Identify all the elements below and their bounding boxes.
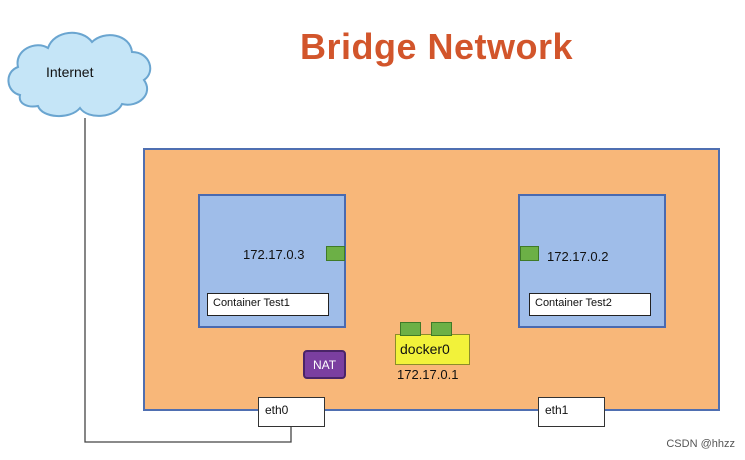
container-test1-ip: 172.17.0.3 bbox=[243, 247, 305, 262]
diagram-title: Bridge Network bbox=[300, 26, 574, 67]
container-test2-port bbox=[520, 246, 539, 261]
docker0-label: docker0 bbox=[400, 341, 450, 357]
internet-label: Internet bbox=[46, 64, 94, 80]
container-test2-label: Container Test2 bbox=[529, 293, 651, 316]
container-test1-port bbox=[326, 246, 345, 261]
eth0-interface: eth0 bbox=[258, 397, 325, 427]
internet-cloud bbox=[7, 31, 152, 117]
eth1-interface: eth1 bbox=[538, 397, 605, 427]
docker0-ip: 172.17.0.1 bbox=[397, 367, 459, 382]
docker0-port-left bbox=[400, 322, 421, 336]
nat-box: NAT bbox=[303, 350, 346, 379]
docker0-port-right bbox=[431, 322, 452, 336]
container-test1-label: Container Test1 bbox=[207, 293, 329, 316]
internet-to-eth0-line bbox=[84, 118, 292, 443]
docker0-bridge bbox=[395, 334, 470, 365]
container-test2-ip: 172.17.0.2 bbox=[547, 249, 609, 264]
watermark: CSDN @hhzz bbox=[666, 438, 735, 450]
